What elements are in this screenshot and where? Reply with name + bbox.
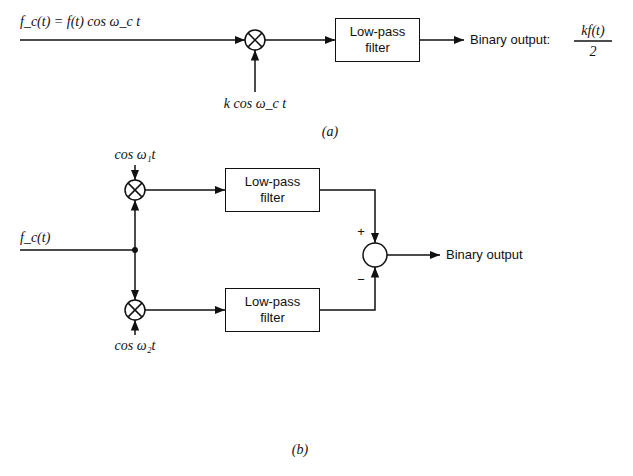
part-label: (b) xyxy=(292,442,308,457)
filter-box: Low-pass filter xyxy=(335,18,420,62)
output-wire xyxy=(387,254,440,256)
multiplier-symbol xyxy=(125,300,145,320)
filter-box: Low-pass filter xyxy=(225,288,320,332)
carrier-wire xyxy=(134,165,136,180)
wire xyxy=(145,189,225,191)
carrier-wire xyxy=(134,320,136,335)
fraction-bar xyxy=(574,40,612,42)
output-wire xyxy=(420,39,464,41)
signal-label: 2 xyxy=(590,44,597,59)
signal-label: k cos ω_c t xyxy=(224,96,286,111)
signal-label: kf(t) xyxy=(581,23,604,38)
signal-label: cos ω₁t xyxy=(115,147,156,162)
wire xyxy=(265,39,335,41)
part-label: (a) xyxy=(322,124,338,139)
filter-box: Low-pass filter xyxy=(225,168,320,212)
filter-label: Low-pass filter xyxy=(234,294,311,325)
filter-label: Low-pass filter xyxy=(344,24,411,55)
signal-label: f_c(t) xyxy=(20,230,50,245)
multiplier-symbol xyxy=(125,180,145,200)
input-wire xyxy=(20,249,135,251)
wire xyxy=(134,250,136,300)
wire xyxy=(145,309,225,311)
output-label: Binary output xyxy=(446,248,523,262)
input-wire xyxy=(20,39,245,41)
output-label: Binary output: xyxy=(470,33,550,47)
multiplier-symbol xyxy=(245,30,265,50)
sign-label: − xyxy=(357,273,365,287)
sign-label: + xyxy=(357,225,365,239)
wire xyxy=(320,267,375,310)
wire xyxy=(134,200,136,250)
signal-label: cos ω₂t xyxy=(115,338,156,353)
summer-symbol xyxy=(363,243,387,267)
signal-label: f_c(t) = f(t) cos ω_c t xyxy=(20,14,140,29)
carrier-wire xyxy=(254,50,256,92)
filter-label: Low-pass filter xyxy=(234,174,311,205)
wire xyxy=(320,190,375,243)
